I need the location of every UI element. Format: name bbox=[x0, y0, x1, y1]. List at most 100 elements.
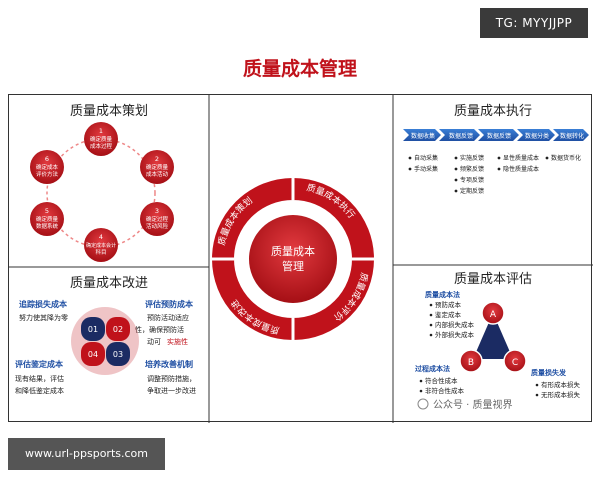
eval-g1-head: 质量成本法 bbox=[425, 290, 460, 299]
plan-cycle: 1 确定质量 成本过程 2 确定质量 成本活动 3 确定过程 活动风险 4 确定… bbox=[30, 122, 174, 262]
plan-step-2-line2: 成本活动 bbox=[146, 170, 169, 178]
improve-tl-body: 努力使其降为零 bbox=[19, 313, 68, 322]
eval-triangle: A B C bbox=[459, 301, 527, 373]
exec-arrow-4 bbox=[517, 129, 555, 141]
exec-item: 定期反馈 bbox=[460, 187, 484, 195]
eval-g2-head: 过程成本法 bbox=[415, 364, 450, 373]
plan-step-2-num: 2 bbox=[155, 155, 159, 163]
plan-step-1-line2: 成本过程 bbox=[90, 142, 113, 150]
exec-item: 实施反馈 bbox=[460, 154, 484, 162]
quad-02-label: 02 bbox=[113, 325, 123, 334]
plan-step-4-line1: 确定成本会计 bbox=[86, 242, 116, 249]
eval-item: 非符合性成本 bbox=[425, 386, 465, 395]
exec-arrow-1-label: 数据收集 bbox=[411, 132, 435, 140]
eval-node-a-label: A bbox=[490, 310, 497, 320]
exec-arrow-2-label: 数据反馈 bbox=[449, 132, 473, 140]
improve-title: 质量成本改进 bbox=[70, 276, 148, 291]
quad-01 bbox=[81, 317, 105, 341]
eval-item: 外部损失成本 bbox=[435, 330, 475, 339]
exec-col-4: 数据货币化 bbox=[545, 154, 581, 162]
exec-arrows: 数据收集 数据反馈 数据反馈 数据分类 数据转化 bbox=[403, 129, 589, 141]
quad-02 bbox=[106, 317, 130, 341]
exec-arrow-3 bbox=[478, 129, 519, 141]
improve-tr-body1: 预防活动适应 bbox=[147, 313, 189, 322]
eval-group-3: 质量损失发 有形成本损失 无形成本损失 bbox=[531, 368, 581, 399]
eval-node-b-label: B bbox=[468, 358, 474, 368]
plan-title: 质量成本策划 bbox=[70, 103, 148, 119]
exec-arrow-4-label: 数据分类 bbox=[525, 132, 549, 140]
page-title: 质量成本管理 bbox=[242, 58, 357, 80]
exec-arrow-3-label: 数据反馈 bbox=[487, 132, 511, 140]
channel-tag: TG: MYYJJPP bbox=[480, 8, 588, 38]
eval-group-1: 质量成本法 预防成本 鉴定成本 内部损失成本 外部损失成本 bbox=[425, 290, 475, 339]
exec-item: 数据货币化 bbox=[551, 154, 581, 162]
eval-item: 符合性成本 bbox=[425, 376, 458, 385]
watermark: 公众号 · 质量视界 bbox=[417, 398, 513, 411]
improve-tr-head: 评估预防成本 bbox=[145, 299, 193, 309]
eval-node-b bbox=[459, 349, 483, 373]
center-ring: 质量成本 管理 质量成本策划 质量成本执行 质量成本评价 质量成本改进 bbox=[212, 178, 374, 340]
eval-title: 质量成本评估 bbox=[454, 272, 532, 287]
plan-step-4-line2: 科目 bbox=[95, 248, 106, 256]
eval-item: 无形成本损失 bbox=[541, 390, 581, 399]
center-label-line2: 管理 bbox=[282, 259, 304, 273]
exec-item: 手动采集 bbox=[414, 165, 438, 173]
improve-bl-head: 评估鉴定成本 bbox=[15, 359, 63, 369]
improve-bl-body1: 现有结果，评估 bbox=[15, 374, 64, 383]
eval-item: 预防成本 bbox=[435, 300, 462, 309]
plan-step-6: 6 确定成本 评价方法 bbox=[30, 150, 64, 184]
eval-item: 有形成本损失 bbox=[541, 380, 581, 389]
wechat-icon bbox=[417, 398, 429, 410]
plan-step-5-num: 5 bbox=[45, 207, 49, 215]
improve-br-head: 培养改善机制 bbox=[145, 359, 193, 369]
quad-03-label: 03 bbox=[113, 350, 123, 359]
plan-step-6-num: 6 bbox=[45, 155, 49, 163]
improve-quad: 01 02 04 03 bbox=[71, 307, 139, 375]
plan-step-2-line1: 确定质量 bbox=[146, 163, 169, 171]
quad-01-label: 01 bbox=[88, 325, 98, 334]
eval-node-c bbox=[503, 349, 527, 373]
plan-step-5-line1: 确定质量 bbox=[36, 215, 59, 223]
plan-step-5-line2: 数据系统 bbox=[36, 222, 59, 230]
diagram-frame: 质量成本策划 1 确定质量 成本过程 2 确定质量 成本活动 3 确定过程 活动… bbox=[8, 94, 593, 423]
plan-step-1-line1: 确定质量 bbox=[90, 135, 113, 143]
exec-col-3: 显性质量成本 隐性质量成本 bbox=[497, 154, 539, 173]
improve-tr-body2: 性，确保预防活 bbox=[135, 325, 184, 334]
plan-step-6-line1: 确定成本 bbox=[36, 163, 59, 171]
quad-04-label: 04 bbox=[88, 350, 98, 359]
quad-03 bbox=[106, 342, 130, 366]
plan-step-3-line2: 活动风险 bbox=[146, 222, 169, 230]
exec-item: 显性质量成本 bbox=[503, 154, 539, 162]
exec-title: 质量成本执行 bbox=[454, 104, 532, 119]
diagram-canvas: 质量成本策划 1 确定质量 成本过程 2 确定质量 成本活动 3 确定过程 活动… bbox=[9, 95, 593, 423]
exec-arrow-2 bbox=[439, 129, 480, 141]
eval-node-a bbox=[481, 301, 505, 325]
plan-step-1-num: 1 bbox=[99, 127, 103, 135]
improve-tr-body3: 动可 bbox=[147, 337, 161, 346]
exec-arrow-5-label: 数据转化 bbox=[560, 132, 584, 140]
eval-item: 鉴定成本 bbox=[435, 310, 462, 319]
plan-step-3: 3 确定过程 活动风险 bbox=[140, 202, 174, 236]
eval-item: 内部损失成本 bbox=[435, 320, 475, 329]
plan-step-2: 2 确定质量 成本活动 bbox=[140, 150, 174, 184]
eval-triangle-shape bbox=[473, 313, 513, 359]
exec-item: 自动采集 bbox=[414, 154, 438, 162]
improve-tr-red: 实施性 bbox=[167, 337, 188, 346]
improve-br-body2: 争取进一步改进 bbox=[147, 386, 196, 395]
plan-step-4-num: 4 bbox=[99, 233, 103, 241]
watermark-text: 公众号 · 质量视界 bbox=[433, 398, 513, 411]
exec-item: 隐性质量成本 bbox=[503, 165, 539, 173]
url-label: www.url-ppsports.com bbox=[8, 438, 165, 470]
eval-group-2: 过程成本法 符合性成本 非符合性成本 bbox=[415, 364, 465, 395]
plan-step-3-line1: 确定过程 bbox=[146, 215, 169, 223]
exec-item: 频繁反馈 bbox=[460, 165, 484, 173]
plan-step-5: 5 确定质量 数据系统 bbox=[30, 202, 64, 236]
eval-node-c-label: C bbox=[512, 358, 518, 368]
eval-g3-head: 质量损失发 bbox=[531, 368, 567, 377]
exec-col-1: 自动采集 手动采集 bbox=[408, 154, 438, 173]
plan-step-1: 1 确定质量 成本过程 bbox=[84, 122, 118, 156]
quad-04 bbox=[81, 342, 105, 366]
exec-col-2: 实施反馈 频繁反馈 专项反馈 定期反馈 bbox=[454, 154, 484, 195]
exec-arrow-5 bbox=[553, 129, 589, 141]
center-disc bbox=[249, 215, 337, 303]
